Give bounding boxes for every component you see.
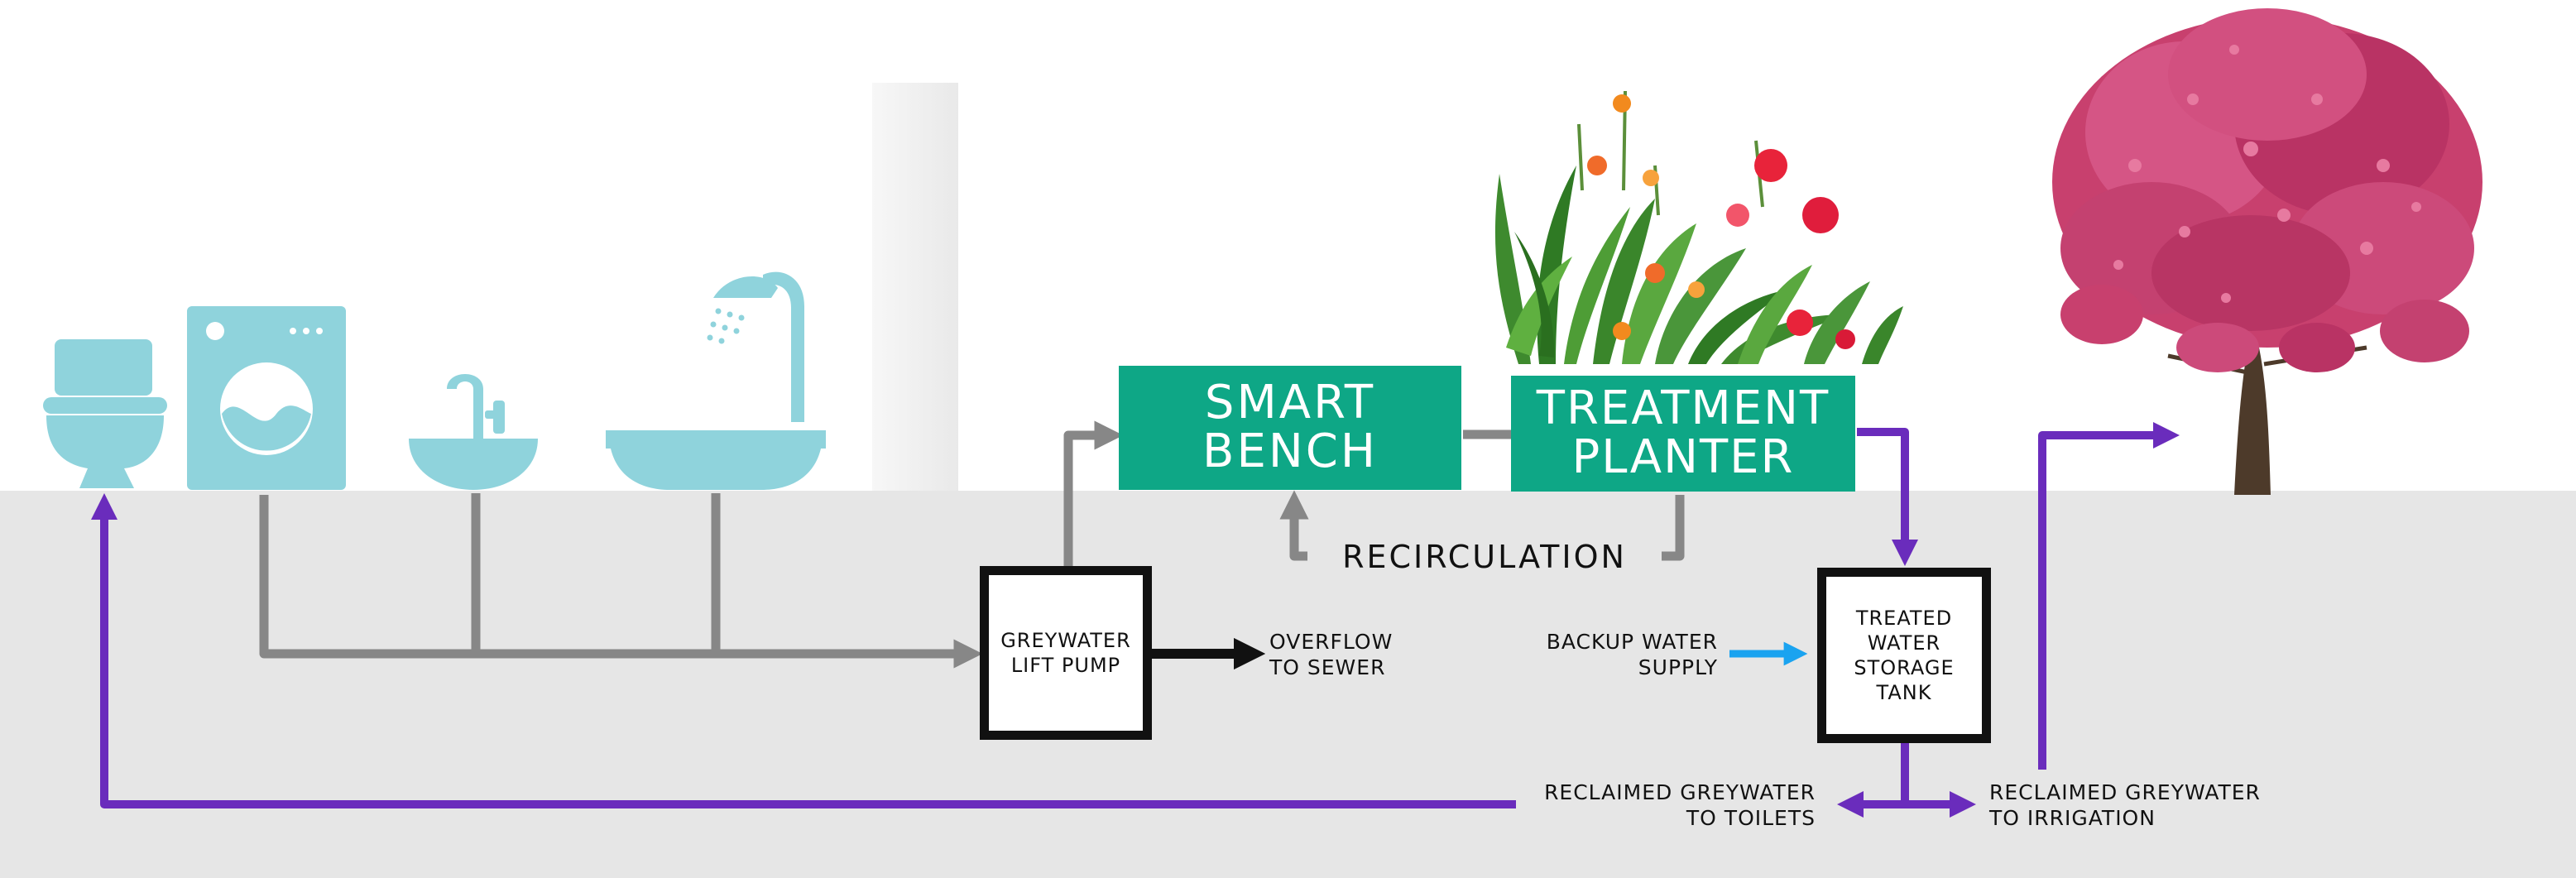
reclaimed-toilets-line2: TO TOILETS — [1686, 806, 1816, 831]
ground-area — [0, 491, 2576, 878]
reclaimed-toilets-line1: RECLAIMED GREYWATER — [1544, 780, 1816, 804]
washing-machine-icon — [187, 306, 346, 490]
smart-bench-line1: SMART — [1204, 376, 1376, 430]
treatment-planter-line1: TREATMENT — [1536, 381, 1830, 436]
irrigation-riser-pipe — [2038, 421, 2180, 770]
treatment-planter-line2: PLANTER — [1571, 430, 1795, 484]
backup-line1: BACKUP WATER — [1546, 630, 1718, 654]
toilet-icon — [43, 339, 167, 488]
planter-to-tank-pipe — [1857, 428, 1919, 567]
reclaimed-irrigation-line2: TO IRRIGATION — [1989, 806, 2156, 831]
wall-column — [872, 83, 958, 491]
treatment-planter-box: TREATMENT PLANTER — [1511, 376, 1855, 492]
lift-pump-line2: LIFT PUMP — [1010, 654, 1121, 677]
smart-bench-line2: BENCH — [1202, 425, 1378, 478]
sink-icon — [409, 374, 538, 490]
backup-water-label: BACKUP WATER SUPPLY — [1489, 629, 1718, 681]
toilet-return-pipe — [90, 492, 1516, 808]
overflow-label: OVERFLOW TO SEWER — [1269, 629, 1393, 681]
recirculation-label: RECIRCULATION — [1307, 538, 1662, 576]
reclaimed-irrigation-line1: RECLAIMED GREYWATER — [1989, 780, 2261, 804]
tank-line4: TANK — [1876, 681, 1932, 704]
tree-illustration — [2052, 8, 2482, 495]
backup-line2: SUPPLY — [1638, 655, 1718, 680]
overflow-line2: TO SEWER — [1269, 655, 1386, 680]
tank-line2: WATER — [1867, 631, 1941, 655]
greywater-lift-pump-box: GREYWATER LIFT PUMP — [980, 566, 1152, 740]
shower-bathtub-icon — [606, 271, 826, 490]
smart-bench-box: SMART BENCH — [1119, 366, 1461, 490]
tank-line3: STORAGE — [1854, 656, 1955, 679]
greywater-drain-pipes — [259, 493, 983, 669]
canna-plants-illustration — [1494, 90, 1903, 364]
tank-line1: TREATED — [1855, 607, 1953, 630]
reclaimed-irrigation-label: RECLAIMED GREYWATER TO IRRIGATION — [1989, 780, 2261, 832]
treated-water-storage-tank-box: TREATED WATER STORAGE TANK — [1817, 568, 1991, 743]
pump-to-bench-pipe — [1063, 420, 1124, 567]
lift-pump-line1: GREYWATER — [1000, 629, 1131, 652]
overflow-line1: OVERFLOW — [1269, 630, 1394, 654]
reclaimed-toilets-label: RECLAIMED GREYWATER TO TOILETS — [1521, 780, 1816, 832]
